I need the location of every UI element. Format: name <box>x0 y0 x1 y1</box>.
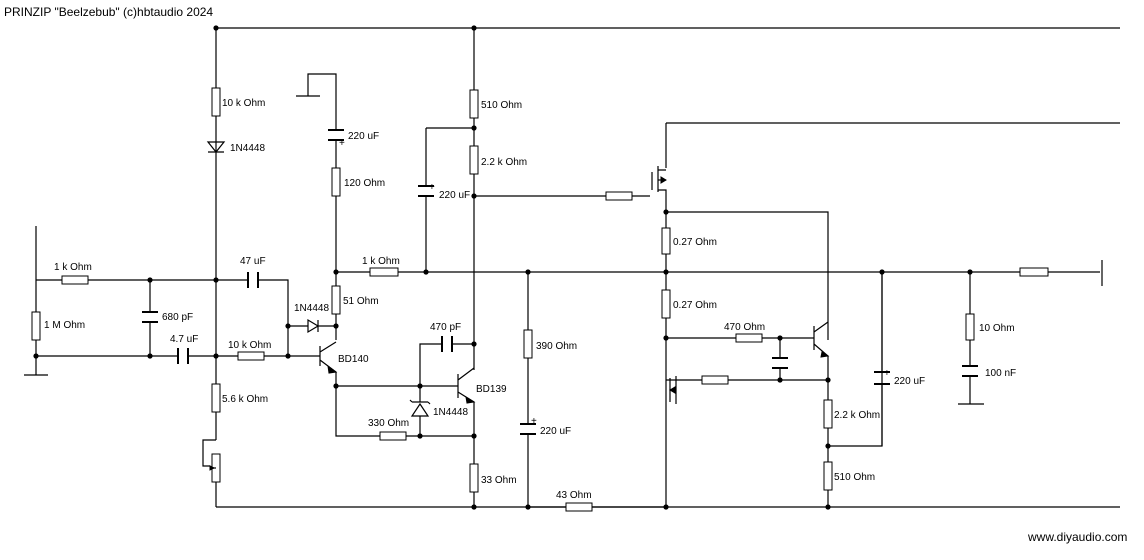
label-r-510-top: 510 Ohm <box>481 100 522 111</box>
svg-text:+: + <box>339 138 345 149</box>
resistor-10k-top <box>211 87 221 117</box>
resistor-510-right <box>823 461 833 491</box>
label-r-43: 43 Ohm <box>556 490 592 501</box>
label-r-10k-mid: 10 k Ohm <box>228 340 271 351</box>
label-r-0-27-top: 0.27 Ohm <box>673 237 717 248</box>
resistor-1m <box>31 311 41 341</box>
resistor-0-27-top <box>661 227 671 255</box>
svg-text:+: + <box>884 368 890 379</box>
resistor-gate-bot <box>701 375 729 385</box>
label-r-10k-top: 10 k Ohm <box>222 98 265 109</box>
diode-1n4448-bot <box>409 399 431 417</box>
resistor-1k-mid <box>369 267 399 277</box>
label-c-220uf-low: 220 uF <box>540 426 571 437</box>
schematic-title: PRINZIP "Beelzebub" (c)hbtaudio 2024 <box>4 5 213 19</box>
label-r-330: 330 Ohm <box>368 418 409 429</box>
resistor-10 <box>965 313 975 341</box>
label-c-470pf: 470 pF <box>430 322 461 333</box>
diode-1n4448-mid <box>307 318 320 334</box>
label-r-51: 51 Ohm <box>343 296 379 307</box>
capacitor-100nf <box>962 365 978 377</box>
label-c-100nf: 100 nF <box>985 368 1016 379</box>
resistor-51 <box>331 285 341 315</box>
resistor-33 <box>469 463 479 493</box>
capacitor-220uf-right <box>874 371 890 385</box>
label-r-1k-input: 1 k Ohm <box>54 262 92 273</box>
label-c-680pf: 680 pF <box>162 312 193 323</box>
diodes <box>206 141 431 417</box>
label-r-1k-mid: 1 k Ohm <box>362 256 400 267</box>
capacitor-220uf-top <box>328 129 344 141</box>
label-r-2-2k-right: 2.2 k Ohm <box>834 410 880 421</box>
resistor-120 <box>331 167 341 197</box>
capacitor-47uf <box>247 272 259 288</box>
resistor-5-6k <box>211 383 221 413</box>
capacitor-680pf <box>142 311 158 323</box>
capacitors: + + + + <box>142 129 978 435</box>
label-c-220uf-right: 220 uF <box>894 376 925 387</box>
junctions <box>33 25 973 510</box>
resistor-0-27-bot <box>661 289 671 319</box>
label-r-120: 120 Ohm <box>344 178 385 189</box>
diode-1n4448-top <box>206 141 226 153</box>
resistor-390 <box>523 329 533 359</box>
wires <box>24 27 1120 508</box>
label-r-2-2k-top: 2.2 k Ohm <box>481 157 527 168</box>
resistors <box>31 87 1049 512</box>
resistor-gate-top <box>605 191 633 201</box>
resistor-output <box>1019 267 1049 277</box>
label-q-bd139: BD139 <box>476 384 507 395</box>
capacitor-bias <box>772 357 788 369</box>
label-r-0-27-bot: 0.27 Ohm <box>673 300 717 311</box>
credit-text: www.diyaudio.com <box>1027 530 1127 544</box>
label-d-1n4448-bot: 1N4448 <box>433 407 468 418</box>
label-c-4-7uf: 4.7 uF <box>170 334 198 345</box>
label-c-47uf: 47 uF <box>240 256 266 267</box>
capacitor-220uf-low <box>520 423 536 435</box>
capacitor-220uf-mid <box>418 185 434 197</box>
resistor-330 <box>379 431 407 441</box>
svg-text:+: + <box>429 182 435 193</box>
label-r-470: 470 Ohm <box>724 322 765 333</box>
resistor-10k-mid <box>237 351 265 361</box>
transistor-arrows <box>327 176 830 404</box>
label-c-220uf-top: 220 uF <box>348 131 379 142</box>
resistor-2-2k-right <box>823 399 833 429</box>
label-c-220uf-mid: 220 uF <box>439 190 470 201</box>
label-r-510-right: 510 Ohm <box>834 472 875 483</box>
resistor-470 <box>735 333 763 343</box>
component-labels: 10 k Ohm 1N4448 220 uF 120 Ohm 510 Ohm 2… <box>44 98 1016 501</box>
label-r-390: 390 Ohm <box>536 341 577 352</box>
label-r-10: 10 Ohm <box>979 323 1015 334</box>
resistor-2-2k-top <box>469 145 479 175</box>
label-d-1n4448-top: 1N4448 <box>230 143 265 154</box>
label-d-1n4448-mid: 1N4448 <box>294 303 329 314</box>
capacitor-470pf <box>441 336 453 352</box>
resistor-510-top <box>469 89 479 119</box>
capacitor-4-7uf <box>177 348 189 364</box>
label-r-33: 33 Ohm <box>481 475 517 486</box>
resistor-43 <box>565 502 593 512</box>
label-q-bd140: BD140 <box>338 354 369 365</box>
svg-text:+: + <box>531 416 537 427</box>
label-r-5-6k: 5.6 k Ohm <box>222 394 268 405</box>
resistor-1k-input <box>61 275 89 285</box>
label-r-1m: 1 M Ohm <box>44 320 85 331</box>
